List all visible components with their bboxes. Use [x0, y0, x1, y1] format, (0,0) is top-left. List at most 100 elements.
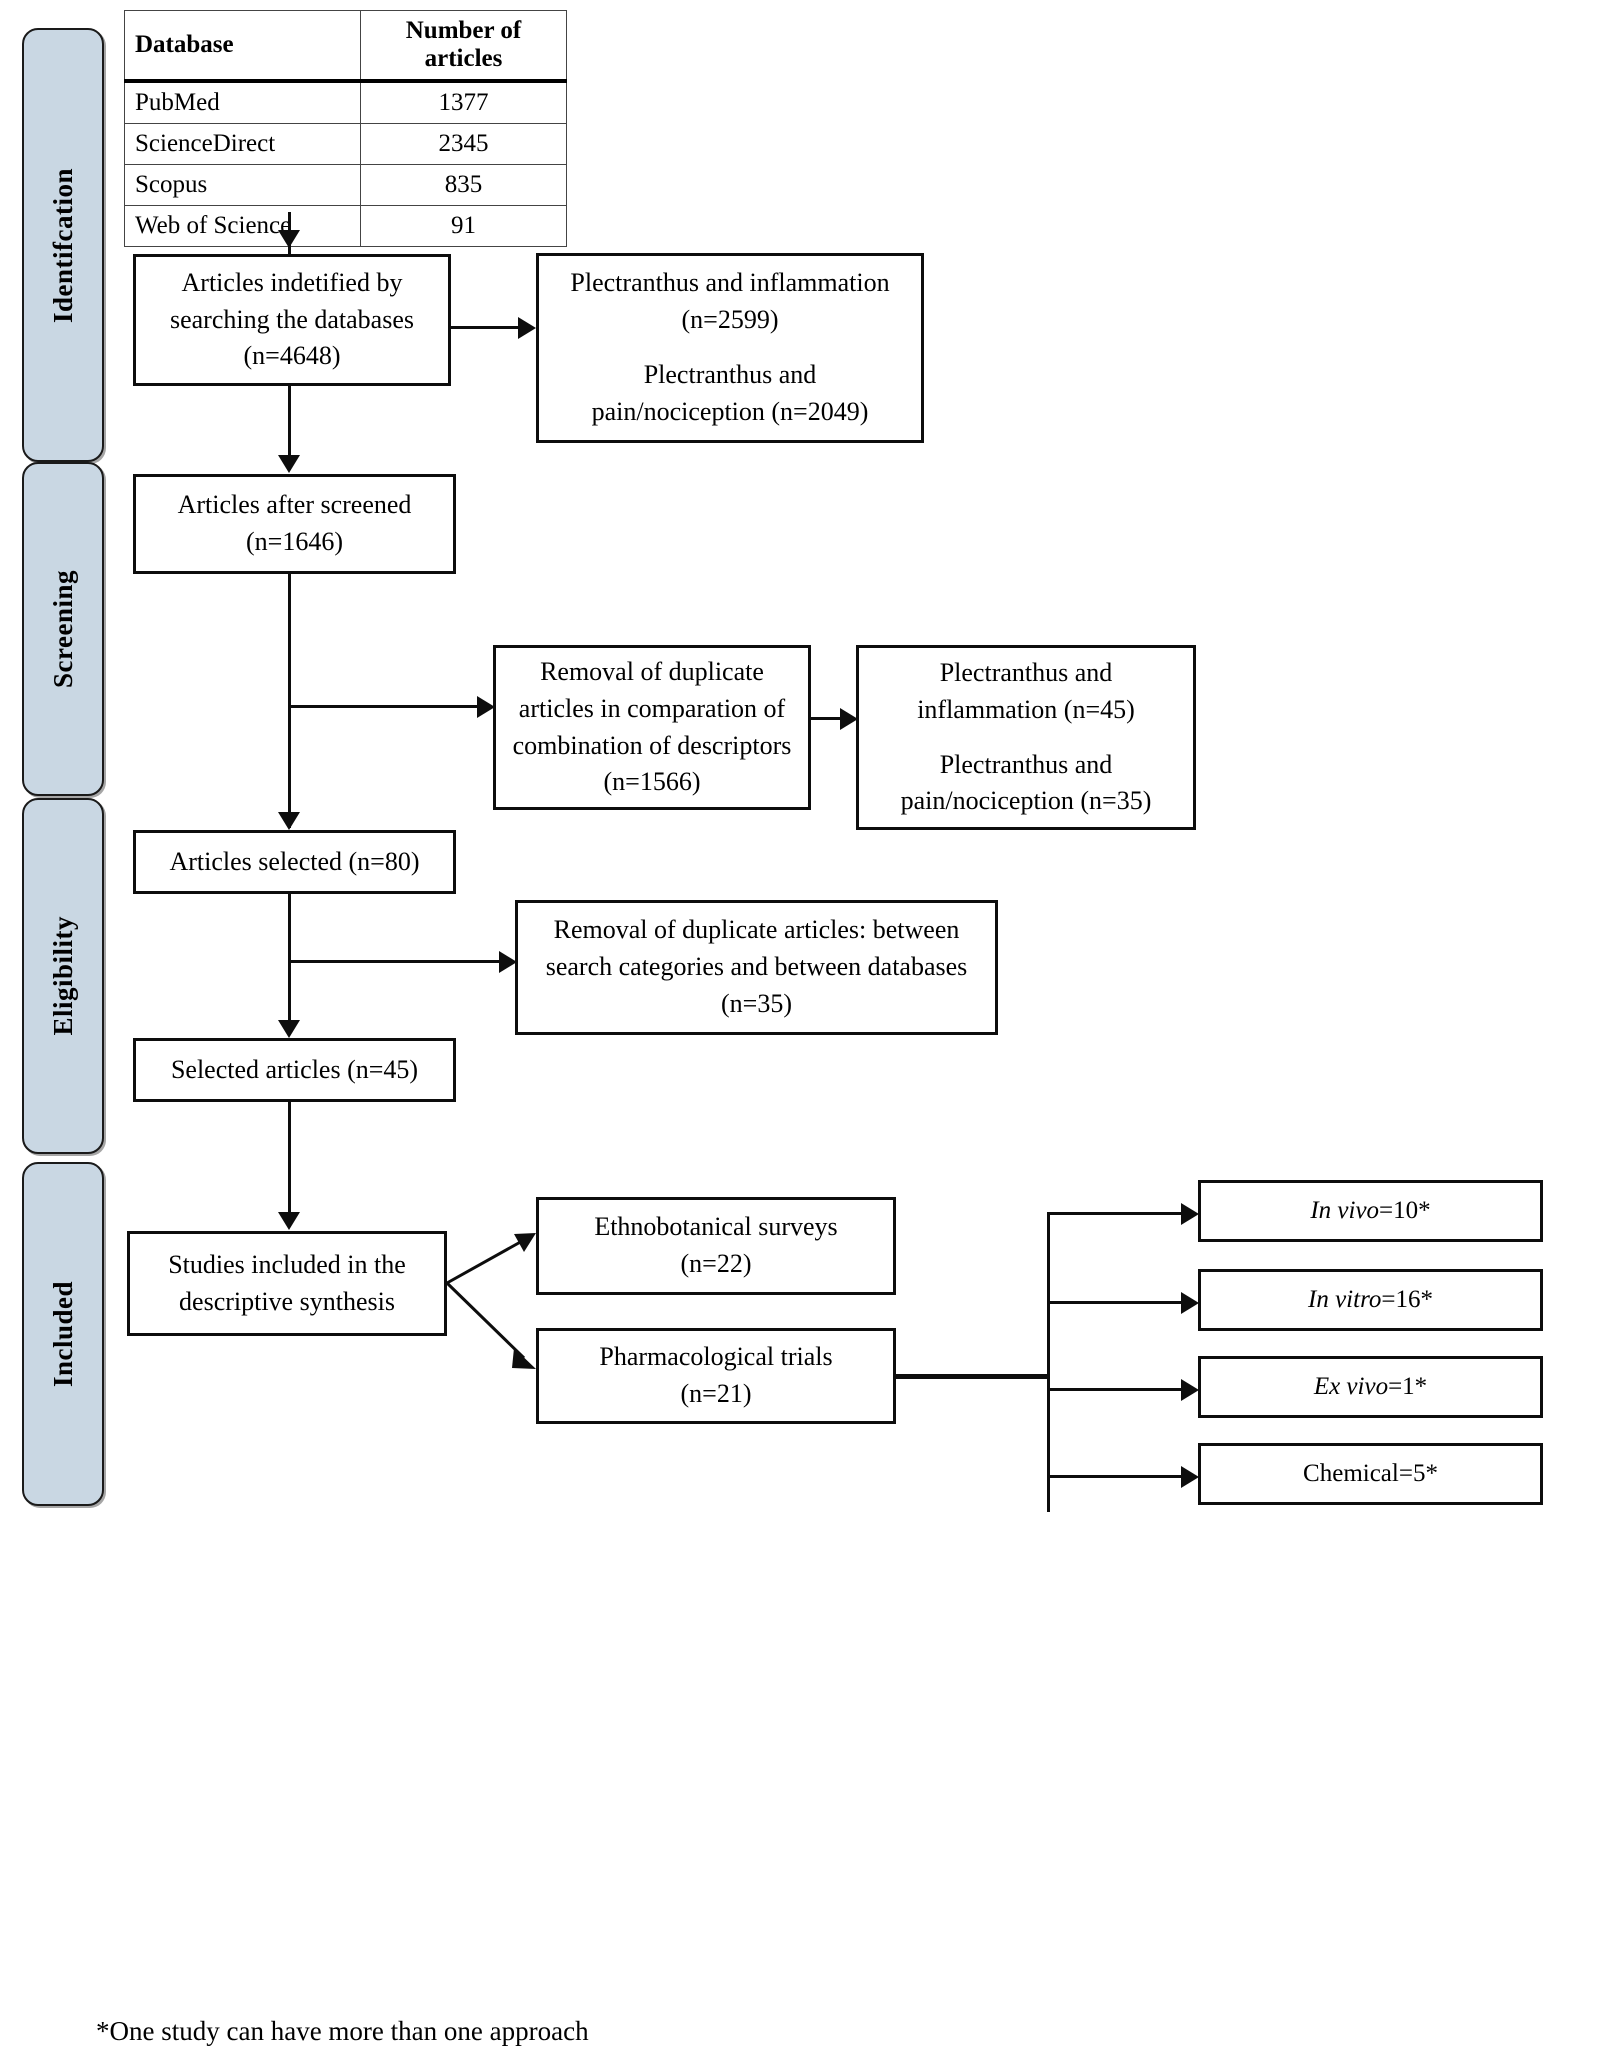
connector-pharmacological-trunk [896, 1374, 1050, 1379]
table-header-row: Database Number of articles [124, 10, 567, 83]
outcome-term: In vitro [1308, 1286, 1382, 1314]
box-outcome-in-vitro: In vitro=16* [1198, 1269, 1543, 1331]
table-header-database: Database [124, 10, 361, 83]
box-line: (n=22) [680, 1249, 752, 1278]
box-line: Pharmacological trials [599, 1342, 833, 1372]
box-selected-articles-final: Selected articles (n=45) [133, 1038, 456, 1102]
box-line: descriptive synthesis [179, 1286, 395, 1316]
box-line: search categories and between databases [545, 952, 968, 982]
table-header-count: Number of articles [360, 10, 567, 83]
arrowhead-chemical [1181, 1466, 1199, 1488]
box-articles-identified: Articles indetified by searching the dat… [133, 254, 451, 386]
arrowhead-selected-to-final [278, 1020, 300, 1038]
box-spacer [901, 729, 1152, 747]
box-pharmacological-trials: Pharmacological trials (n=21) [536, 1328, 896, 1424]
box-line: Ethnobotanical surveys [594, 1212, 838, 1242]
outcome-value: =16* [1381, 1286, 1433, 1314]
outcome-term: Ex vivo [1313, 1373, 1389, 1401]
database-table: Database Number of articles PubMed 1377 … [124, 10, 567, 247]
box-ethnobotanical-surveys: Ethnobotanical surveys (n=22) [536, 1197, 896, 1295]
box-line: Plectranthus and inflammation [570, 268, 890, 298]
stage-label-included: Included [47, 1280, 78, 1388]
connector-selected-to-dedup [288, 960, 510, 963]
box-line: (n=4648) [243, 341, 341, 371]
connector-to-in-vitro [1047, 1301, 1192, 1304]
connector-duplicates-to-side [811, 717, 849, 720]
outcome-value: =10* [1379, 1197, 1431, 1225]
box-line: (n=35) [721, 988, 792, 1018]
arrowhead-screened-to-duplicates [477, 696, 495, 718]
arrowhead-identified-to-screened [278, 455, 300, 473]
box-line: pain/nociception (n=35) [900, 786, 1152, 816]
stage-bar-eligibility: Eligibility [22, 798, 104, 1154]
connector-to-chemical [1047, 1475, 1192, 1478]
arrowhead-screened-to-selected [278, 812, 300, 830]
connector-to-ex-vivo [1047, 1388, 1192, 1391]
cell-database: PubMed [124, 80, 361, 124]
box-outcome-in-vivo: In vivo=10* [1198, 1180, 1543, 1242]
connector-to-in-vivo [1047, 1212, 1192, 1215]
arrowhead-ex-vivo [1181, 1379, 1199, 1401]
table-row: PubMed 1377 [124, 80, 567, 124]
box-line: Plectranthus and [643, 360, 817, 389]
stage-label-screening: Screening [47, 570, 78, 688]
outcome-value: Chemical=5* [1303, 1460, 1438, 1488]
box-line: searching the databases [169, 304, 414, 334]
connector-screened-down [288, 574, 291, 828]
arrowhead-table-to-identified [278, 230, 300, 248]
box-spacer [570, 339, 889, 357]
connector-screened-to-duplicates [288, 705, 488, 708]
stage-label-identification: Identifcation [47, 167, 78, 323]
box-line: (n=1566) [603, 767, 701, 797]
cell-count: 835 [360, 164, 567, 206]
arrowhead-identified-to-side [518, 317, 536, 339]
box-removal-duplicates-categories: Removal of duplicate articles: between s… [515, 900, 998, 1035]
stage-bar-included: Included [22, 1162, 104, 1506]
table-row: Web of Science 91 [124, 205, 567, 247]
arrowhead-final-to-included [278, 1212, 300, 1230]
box-identification-excluded: Plectranthus and inflammation (n=2599) P… [536, 253, 924, 443]
box-line: combination of descriptors [512, 730, 792, 760]
box-line: pain/nociception (n=2049) [591, 396, 869, 426]
connector-selected-down [288, 894, 291, 1034]
box-articles-after-screened: Articles after screened (n=1646) [133, 474, 456, 574]
cell-database: Scopus [124, 164, 361, 206]
box-removal-duplicates-descriptors: Removal of duplicate articles in compara… [493, 645, 811, 810]
box-line: Studies included in the [168, 1249, 406, 1279]
arrowhead-in-vivo [1181, 1203, 1199, 1225]
connector-identified-to-side [451, 326, 529, 329]
footnote-text: *One study can have more than one approa… [96, 2016, 589, 2046]
box-studies-included: Studies included in the descriptive synt… [127, 1231, 447, 1336]
cell-count: 2345 [360, 123, 567, 165]
box-line: Plectranthus and [939, 657, 1113, 687]
box-line: Removal of duplicate [540, 656, 764, 686]
box-line: articles in comparation of [518, 693, 786, 723]
box-line: Articles after screened [177, 490, 412, 520]
arrowhead-duplicates-to-side [840, 708, 858, 730]
box-line: (n=1646) [246, 527, 343, 556]
connector-outcome-bracket [1047, 1212, 1050, 1512]
arrowhead-selected-to-dedup [499, 951, 517, 973]
connector-identified-to-screened [288, 386, 291, 470]
cell-count: 1377 [360, 80, 567, 124]
cell-database: Web of Science [124, 205, 361, 247]
box-line: inflammation (n=45) [917, 694, 1135, 724]
box-outcome-ex-vivo: Ex vivo=1* [1198, 1356, 1543, 1418]
table-row: ScienceDirect 2345 [124, 123, 567, 165]
box-outcome-chemical: Chemical=5* [1198, 1443, 1543, 1505]
box-screening-excluded: Plectranthus and inflammation (n=45) Ple… [856, 645, 1196, 830]
stage-label-eligibility: Eligibility [47, 916, 78, 1036]
box-line: Articles selected (n=80) [169, 846, 420, 876]
box-line: Articles indetified by [181, 267, 403, 297]
stage-bar-screening: Screening [22, 462, 104, 796]
cell-database: ScienceDirect [124, 123, 361, 165]
box-line: (n=21) [680, 1379, 752, 1408]
cell-count: 91 [360, 205, 567, 247]
table-row: Scopus 835 [124, 164, 567, 206]
stage-bar-identification: Identifcation [22, 28, 104, 462]
box-line: (n=2599) [681, 305, 779, 335]
outcome-term: In vivo [1310, 1197, 1380, 1225]
outcome-value: =1* [1388, 1373, 1428, 1401]
connector-final-to-included [288, 1102, 291, 1227]
